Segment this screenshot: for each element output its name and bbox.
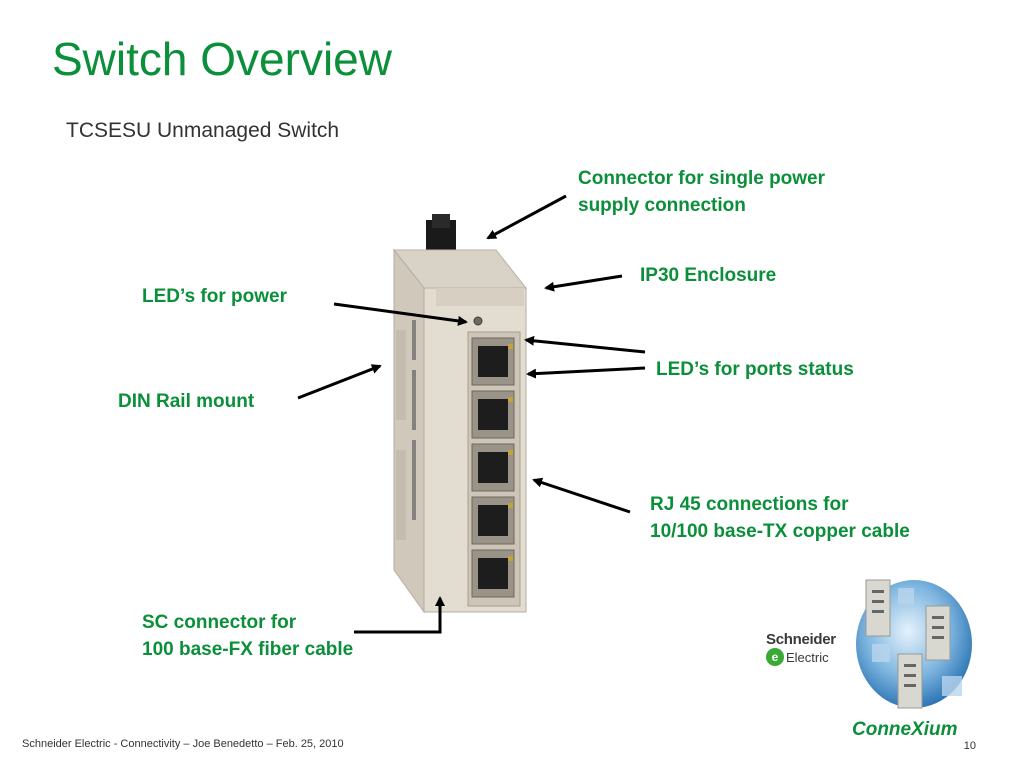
- rj45-jack-opening: [478, 346, 508, 377]
- rj45-jack-opening: [478, 505, 508, 536]
- callout-leds-ports-status: LED’s for ports status: [656, 356, 854, 383]
- callout-din-rail-mount: DIN Rail mount: [118, 388, 254, 415]
- port-status-led: [508, 344, 513, 349]
- callout-leds-power-line1: LED’s for power: [142, 286, 287, 307]
- schneider-electric-logo: Schneider e Electric: [766, 632, 850, 666]
- rj45-jack-opening: [478, 399, 508, 430]
- power-led: [473, 316, 483, 326]
- arrow-leds-ports-1: [524, 335, 646, 354]
- callout-leds-power: LED’s for power: [142, 283, 287, 310]
- callout-sc-connector: SC connector for 100 base-FX fiber cable: [142, 609, 353, 663]
- switch-product-image: [392, 214, 528, 614]
- port-status-led: [508, 503, 513, 508]
- callout-power-connector-line1: Connector for single power: [578, 168, 826, 189]
- callout-ip30-line1: IP30 Enclosure: [640, 265, 777, 286]
- callout-power-connector: Connector for single power supply connec…: [578, 165, 825, 219]
- arrow-leds-power: [333, 302, 468, 326]
- page-number: 10: [963, 740, 976, 752]
- port-status-led: [508, 556, 513, 561]
- brand-name-line1: Schneider: [766, 631, 836, 648]
- callout-rj45-line1: RJ 45 connections for: [650, 494, 849, 515]
- callout-din-rail-line1: DIN Rail mount: [118, 391, 255, 412]
- callout-sc-connector-line2: 100 base-FX fiber cable: [142, 639, 354, 660]
- callout-power-connector-line2: supply connection: [578, 195, 746, 216]
- arrow-din-rail: [297, 364, 382, 400]
- arrow-rj45: [532, 477, 631, 514]
- arrow-power-connector: [486, 194, 567, 240]
- slide-subtitle: TCSESU Unmanaged Switch: [66, 119, 340, 142]
- product-name-connexium: ConneXium: [852, 719, 958, 740]
- schneider-mark-icon: e: [766, 648, 784, 666]
- callout-sc-connector-line1: SC connector for: [142, 612, 297, 633]
- rj45-port-group: [471, 337, 515, 598]
- brand-name-line2: Electric: [786, 649, 829, 665]
- arrow-ip30: [544, 274, 623, 292]
- slide-title: Switch Overview: [52, 33, 392, 85]
- port-status-led: [508, 450, 513, 455]
- arrow-leds-ports-2: [526, 366, 646, 379]
- rj45-jack-opening: [478, 558, 508, 589]
- slide-footer: Schneider Electric - Connectivity – Joe …: [22, 738, 344, 750]
- callout-ip30-enclosure: IP30 Enclosure: [640, 262, 776, 289]
- callout-rj45-connections: RJ 45 connections for 10/100 base-TX cop…: [650, 491, 910, 545]
- rj45-jack-opening: [478, 452, 508, 483]
- port-status-led: [508, 397, 513, 402]
- callout-rj45-line2: 10/100 base-TX copper cable: [650, 521, 910, 542]
- callout-leds-ports-line1: LED’s for ports status: [656, 359, 854, 380]
- arrow-sc-connector: [354, 596, 445, 634]
- connexium-logo-graphic: [856, 579, 972, 709]
